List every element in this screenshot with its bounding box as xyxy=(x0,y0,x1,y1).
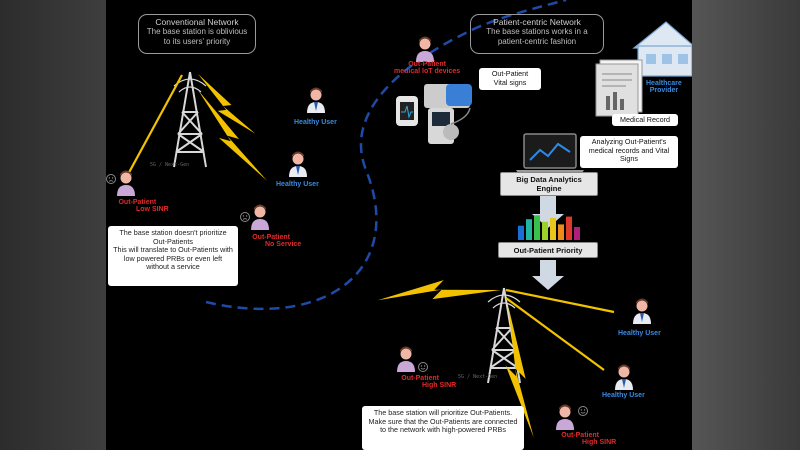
left-healthy-user-2-icon xyxy=(289,151,307,177)
left-tower xyxy=(173,71,207,168)
analytics-laptop-icon xyxy=(516,133,584,176)
analyzing-callout: Analyzing Out-Patient's medical records … xyxy=(580,136,678,168)
left-healthy-user-1-label: Healthy User xyxy=(294,119,337,126)
label-line: Out-Patient xyxy=(561,432,599,439)
label-line: Out-Patient xyxy=(401,375,439,382)
sad-face-icon xyxy=(106,174,116,184)
priority-bar xyxy=(526,219,532,240)
left-outpatient-low-label: Out-Patient Low SINR xyxy=(106,199,169,213)
label-line: Low SINR xyxy=(136,206,169,213)
patient-centric-note: The base station will prioritize Out-Pat… xyxy=(362,406,524,450)
arrow-down-icon xyxy=(532,260,564,290)
priority-bar xyxy=(542,221,548,240)
right-outpatient-1-label: Out-Patient High SINR xyxy=(384,375,456,389)
sad-face-icon xyxy=(240,212,250,222)
priority-bar xyxy=(574,227,580,240)
right-healthy-user-2-icon xyxy=(615,364,633,390)
left-outpatient-low-icon xyxy=(117,170,135,196)
medical-record-document-icon xyxy=(595,59,643,117)
priority-bar xyxy=(566,216,572,240)
header-title: Conventional Network xyxy=(155,17,239,27)
big-data-engine-box: Big Data Analytics Engine xyxy=(500,172,598,196)
right-outpatient-1-icon xyxy=(397,346,415,372)
right-link-healthy-2 xyxy=(505,297,605,371)
label-line: High SINR xyxy=(582,439,617,446)
vital-signs-label: Out-Patient Vital signs xyxy=(479,68,541,90)
left-healthy-user-2-label: Healthy User xyxy=(276,181,319,188)
header-subtitle: The base stations works in a patient-cen… xyxy=(486,27,588,46)
header-subtitle: The base station is oblivious to its use… xyxy=(146,27,248,46)
left-outpatient-none-label: Out-Patient No Service xyxy=(241,234,301,248)
left-outpatient-none-icon xyxy=(251,204,269,230)
healthcare-provider-label: Healthcare Provider xyxy=(646,80,682,94)
priority-bar xyxy=(550,217,556,240)
left-link-low-sinr xyxy=(125,74,183,179)
priority-bars-icon xyxy=(518,215,580,240)
diagram-canvas: 5G / Next-Gen 5G / Next-Gen Conventional… xyxy=(106,0,692,450)
priority-bar xyxy=(558,224,564,240)
right-healthy-user-1-icon xyxy=(633,298,651,324)
divider-curve xyxy=(205,0,567,311)
diagram-svg: 5G / Next-Gen 5G / Next-Gen xyxy=(106,0,692,438)
devices-label: Out-Patient medical IoT devices xyxy=(394,61,460,75)
priority-bar xyxy=(518,225,524,240)
right-outpatient-2-label: Out-Patient High SINR xyxy=(544,432,616,446)
header-title: Patient-centric Network xyxy=(493,17,581,27)
label-line: Out-Patient xyxy=(408,61,446,68)
medical-record-label: Medical Record xyxy=(612,114,678,126)
devices-outpatient-icon xyxy=(416,36,434,62)
label-line: High SINR xyxy=(422,382,457,389)
right-margin xyxy=(692,0,800,450)
label-line: medical IoT devices xyxy=(394,68,461,75)
patient-centric-header: Patient-centric Network The base station… xyxy=(470,14,604,54)
right-healthy-user-2-label: Healthy User xyxy=(602,392,645,399)
right-outpatient-2-icon xyxy=(556,404,574,430)
right-tower-caption: 5G / Next-Gen xyxy=(458,374,497,380)
conventional-network-header: Conventional Network The base station is… xyxy=(138,14,256,54)
left-bolt-2 xyxy=(176,90,289,181)
left-tower-caption: 5G / Next-Gen xyxy=(150,162,189,168)
healthcare-provider-house-icon xyxy=(632,21,692,77)
left-margin xyxy=(0,0,106,450)
right-bolt-op1 xyxy=(377,244,501,346)
right-healthy-user-1-label: Healthy User xyxy=(618,330,661,337)
left-healthy-user-1-icon xyxy=(307,87,325,113)
outpatient-priority-box: Out-Patient Priority xyxy=(498,242,598,258)
priority-bar xyxy=(534,215,540,240)
label-line: No Service xyxy=(265,241,302,248)
medical-iot-devices-icon xyxy=(396,84,472,144)
conventional-note: The base station doesn't prioritize Out-… xyxy=(108,226,238,286)
happy-face-icon xyxy=(418,362,428,372)
label-line: Out-Patient xyxy=(252,234,290,241)
label-line: Out-Patient xyxy=(118,199,157,206)
right-link-healthy-1 xyxy=(505,288,615,314)
happy-face-icon xyxy=(578,406,588,416)
